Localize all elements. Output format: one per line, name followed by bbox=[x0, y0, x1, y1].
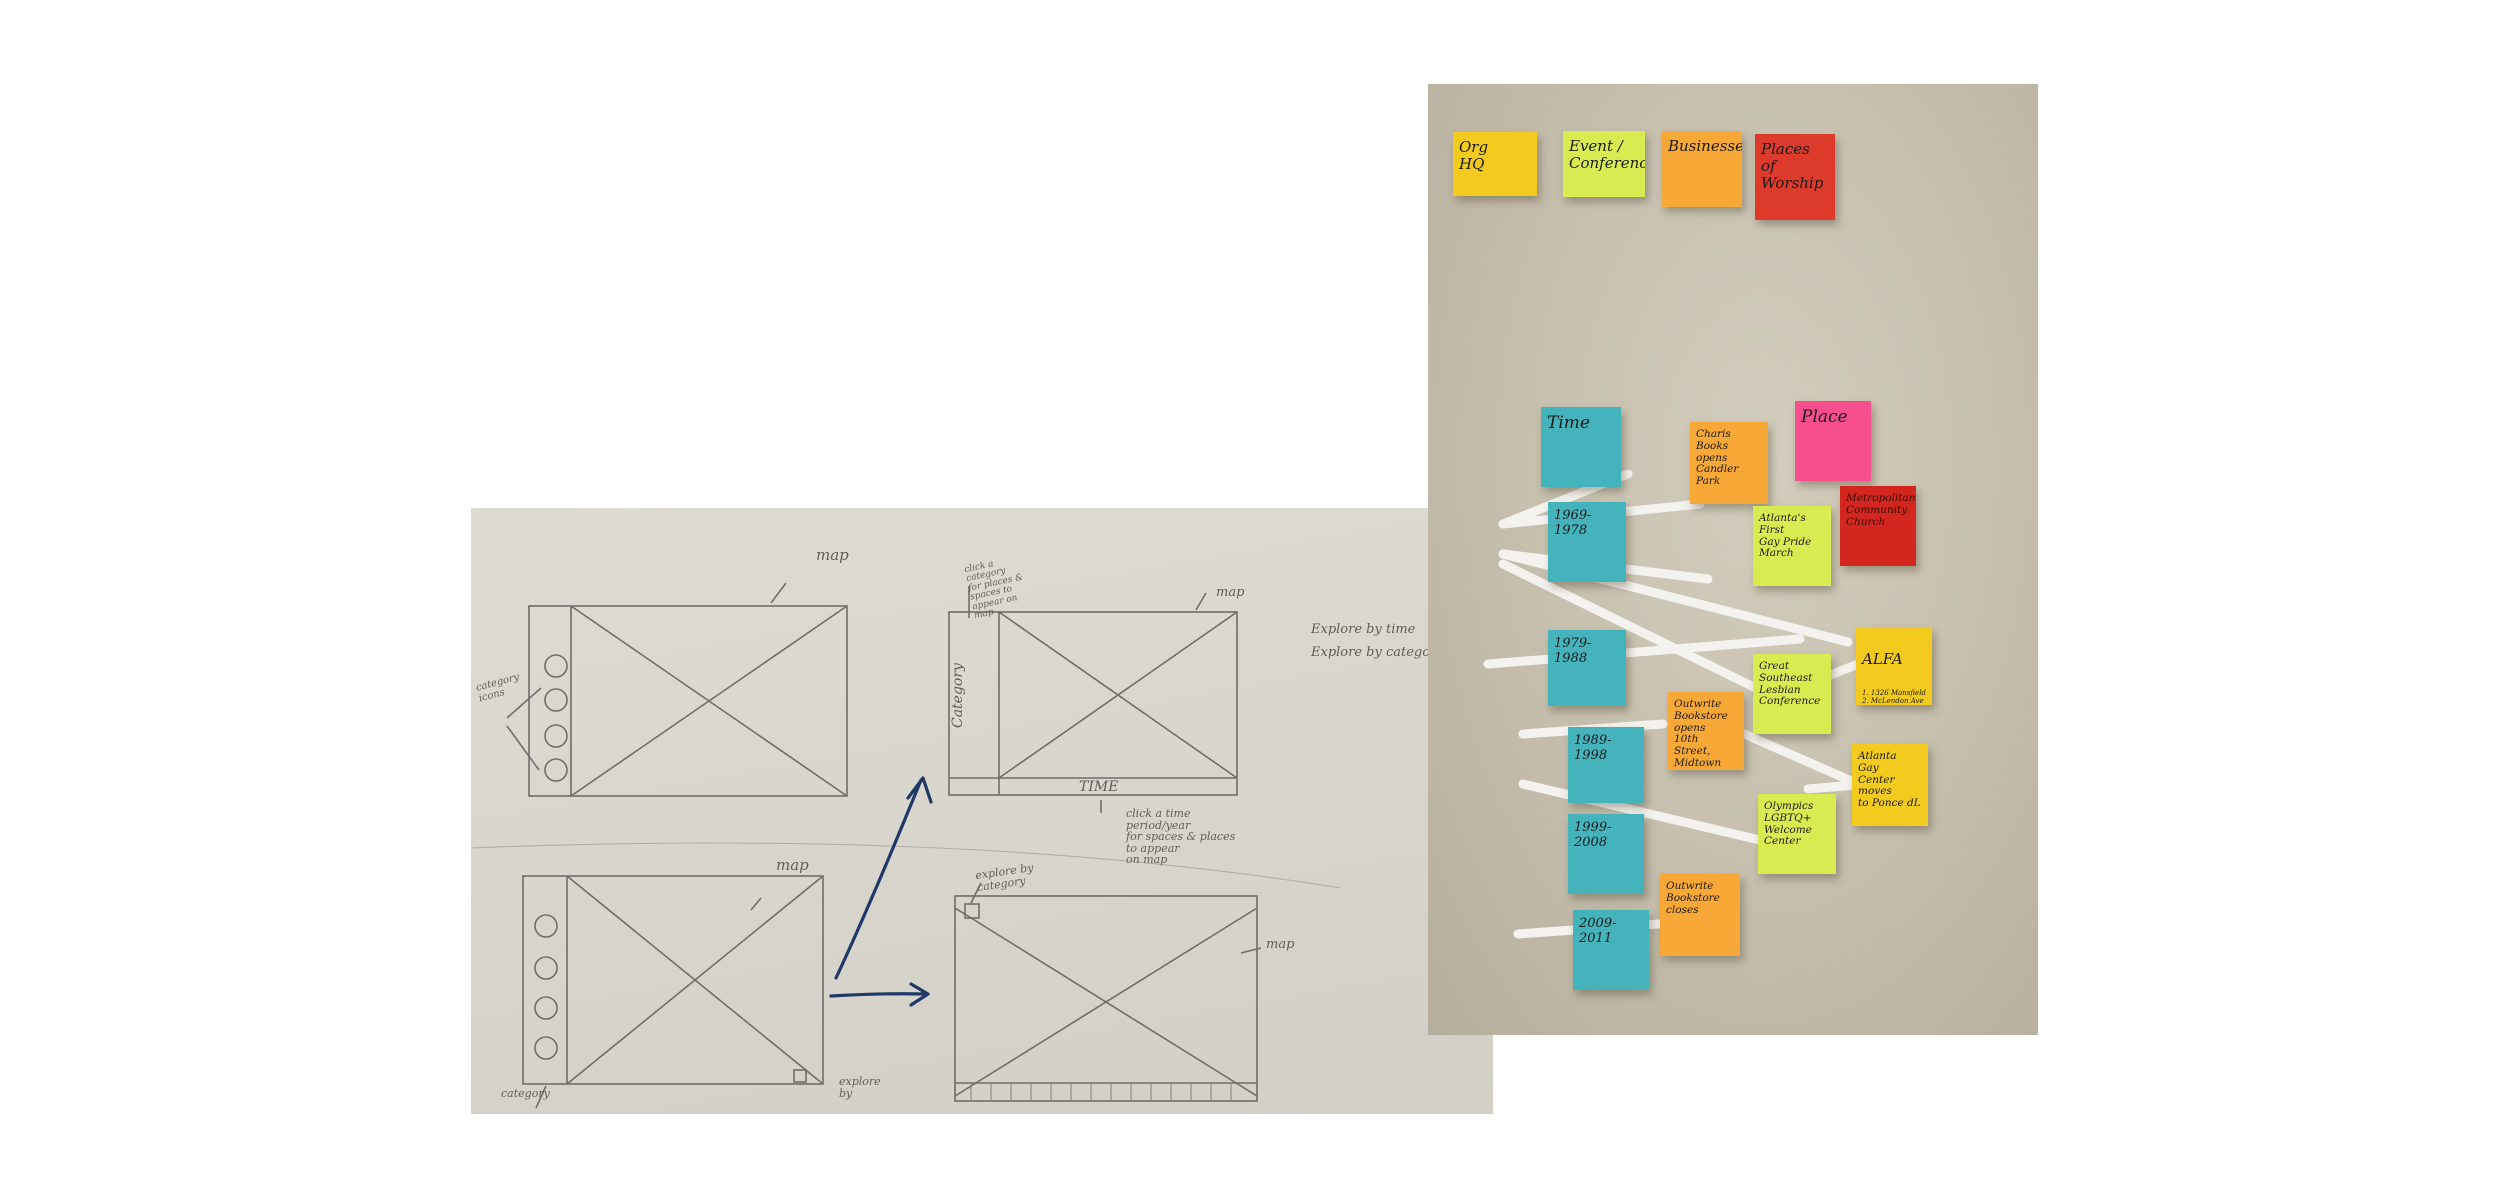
note-period-1979-1988: 1979-1988 bbox=[1548, 630, 1626, 706]
category-axis-label: Category bbox=[950, 663, 966, 728]
map-label-4: map bbox=[1266, 937, 1295, 952]
note-olympics-welcome-center: Olympics LGBTQ+ Welcome Center bbox=[1758, 794, 1836, 874]
note-pride-march: Atlanta's First Gay Pride March bbox=[1753, 506, 1831, 586]
note-outwrite-closes: Outwrite Bookstore closes bbox=[1660, 874, 1740, 956]
category-label-bottom: category bbox=[501, 1087, 550, 1100]
note-period-1989-1998: 1989-1998 bbox=[1568, 727, 1644, 803]
time-axis-label: TIME bbox=[1079, 779, 1119, 795]
map-label-3: map bbox=[776, 856, 809, 874]
wireframe-bottom-left bbox=[522, 875, 824, 1109]
click-time-note: click a time period/year for spaces & pl… bbox=[1126, 807, 1236, 867]
explore-by-time-text: Explore by time bbox=[1311, 622, 1416, 637]
alfa-title: ALFA bbox=[1862, 649, 1903, 668]
note-time: Time bbox=[1541, 407, 1621, 487]
wireframe-bottom-right bbox=[954, 882, 1262, 1102]
wireframe-top-right bbox=[948, 586, 1238, 813]
note-period-1999-2008: 1999-2008 bbox=[1568, 814, 1644, 894]
map-label-2: map bbox=[1216, 585, 1245, 600]
wireframe-drawing bbox=[471, 582, 1342, 1109]
wireframe-top-left bbox=[506, 582, 848, 797]
note-businesses: Businesses bbox=[1662, 131, 1742, 207]
note-period-1969-1978: 1969-1978 bbox=[1548, 502, 1626, 582]
click-category-note: click a category for places & spaces to … bbox=[963, 559, 1025, 622]
wireframe-sketch-photo: map map map map category icons Category … bbox=[471, 508, 1493, 1114]
note-event-conference: Event / Conference bbox=[1563, 131, 1645, 197]
note-period-2009-2011: 2009-2011 bbox=[1573, 910, 1649, 990]
note-outwrite-opens: Outwrite Bookstore opens 10th Street, Mi… bbox=[1668, 692, 1744, 770]
note-charis-books: Charis Books opens Candler Park bbox=[1690, 422, 1768, 504]
sticky-note-wall-photo: Org HQ Event / Conference Businesses Pla… bbox=[1428, 84, 2038, 1035]
note-gay-center: Atlanta Gay Center moves to Ponce dL bbox=[1852, 744, 1928, 826]
note-lesbian-conference: Great Southeast Lesbian Conference bbox=[1753, 654, 1831, 734]
note-places-of-worship: Places of Worship bbox=[1755, 134, 1835, 220]
note-metropolitan-church: Metropolitan Community Church bbox=[1840, 486, 1916, 566]
note-org-hq: Org HQ bbox=[1453, 132, 1537, 196]
alfa-addresses: 1. 1326 Mansfield 2. McLendon Ave 3. Lit… bbox=[1862, 689, 1926, 705]
note-alfa: ALFA 1. 1326 Mansfield 2. McLendon Ave 3… bbox=[1856, 627, 1932, 705]
explore-by-note-bottom: explore by bbox=[839, 1075, 881, 1100]
note-place: Place bbox=[1795, 401, 1871, 481]
explore-by-category-text: Explore by category bbox=[1311, 645, 1444, 660]
flow-arrows bbox=[829, 776, 933, 1007]
map-label-1: map bbox=[816, 546, 849, 564]
